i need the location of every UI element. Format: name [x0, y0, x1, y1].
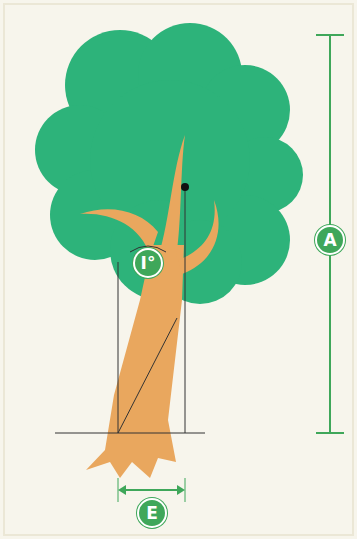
- measure-lines: [55, 187, 205, 433]
- callout-letter: I°: [141, 255, 156, 272]
- trunk: [86, 245, 184, 478]
- center-of-mass: [181, 183, 189, 191]
- branch: [158, 135, 185, 258]
- label-circle: E: [137, 498, 167, 528]
- label-circle: I°: [133, 248, 163, 278]
- callout-letter: A: [323, 232, 336, 249]
- branch: [178, 200, 219, 274]
- height-bar: [316, 35, 344, 433]
- callout-letter: E: [146, 505, 158, 522]
- label-circle: A: [315, 225, 345, 255]
- frame: [4, 4, 353, 535]
